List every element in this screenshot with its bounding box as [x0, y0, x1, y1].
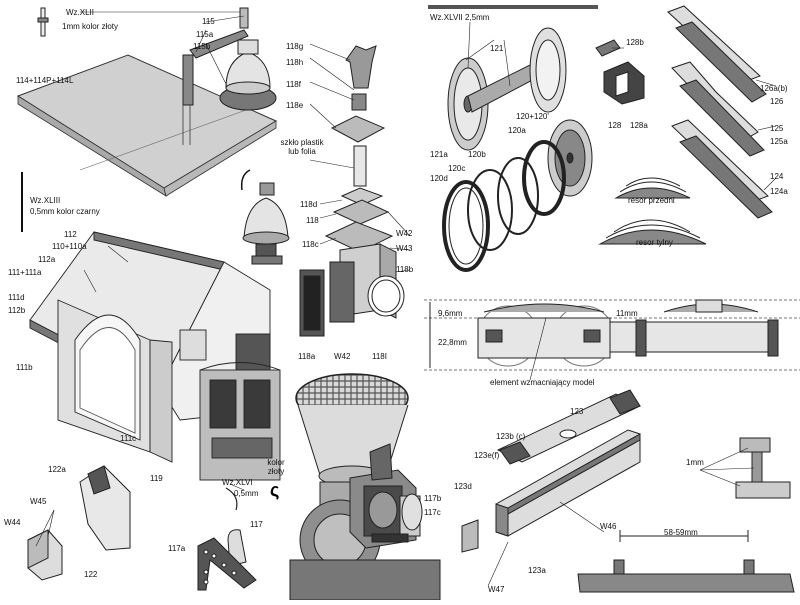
label-120a: 120a	[508, 126, 526, 135]
parts-128	[595, 39, 645, 105]
label-111: 111+111a	[8, 268, 42, 277]
label-118e: 118e	[286, 101, 304, 110]
hanging-bell	[240, 169, 290, 265]
bracket-117a	[197, 537, 257, 591]
label-120d: 120d	[430, 174, 448, 183]
label-126ab: 126a(b)	[760, 84, 788, 93]
label-128b: 128b	[626, 38, 644, 47]
label-05mm-black: 0,5mm kolor czarny	[30, 207, 100, 216]
label-118a: 118a	[298, 352, 316, 361]
bell-assembly-115	[182, 7, 277, 145]
label-112a: 112a	[38, 255, 56, 264]
label-117b: 117b	[424, 494, 442, 503]
label-114: 114+114P+114L	[16, 76, 74, 85]
label-118i: 118I	[372, 352, 387, 361]
label-118g: 118g	[286, 42, 304, 51]
label-glass-note: szkło plastik lub folia	[280, 138, 324, 156]
label-117c: 117c	[424, 508, 441, 517]
label-118b: 118b	[396, 265, 414, 274]
label-118c: 118c	[302, 240, 319, 249]
frame-strips-124-126	[667, 5, 773, 219]
wire-shape-glyph: ς	[270, 480, 279, 500]
label-05mm: 0,5mm	[234, 489, 259, 498]
label-dim-5859: 58-59mm	[664, 528, 698, 537]
label-w42-bottom: W42	[334, 352, 351, 361]
label-128: 128	[608, 121, 622, 130]
label-123d: 123d	[454, 482, 472, 491]
label-118h: 118h	[286, 58, 304, 67]
label-117a: 117a	[168, 544, 186, 553]
label-wz47: Wz.XLVII 2,5mm	[430, 13, 490, 22]
floor-plate-114	[16, 54, 278, 197]
label-w45: W45	[30, 497, 47, 506]
label-wz41: Wz.XLVI	[222, 478, 253, 487]
label-115: 115	[202, 17, 215, 26]
label-dim-96: 9,6mm	[438, 309, 463, 318]
label-125a: 125a	[770, 137, 788, 146]
label-112: 112	[64, 230, 77, 239]
label-1mm-gold: 1mm kolor złoty	[62, 22, 119, 31]
label-124: 124	[770, 172, 784, 181]
label-115a: 115a	[196, 30, 214, 39]
label-dim-11: 11mm	[616, 309, 638, 318]
label-1mm: 1mm	[686, 458, 704, 467]
label-reinforce: element wzmacniający model	[490, 378, 595, 387]
wheelset-121	[447, 27, 567, 151]
label-dim-228: 22,8mm	[438, 338, 467, 347]
label-118d: 118d	[300, 200, 318, 209]
wire-119	[225, 487, 238, 511]
label-120b: 120b	[468, 150, 486, 159]
label-120: 120+120'	[516, 112, 549, 121]
label-121: 121	[490, 44, 504, 53]
wire-wz42	[37, 7, 49, 37]
label-w47: W47	[488, 585, 505, 594]
label-wz42: Wz.XLII	[66, 8, 95, 17]
spring-front	[614, 177, 691, 199]
headlamp-117	[349, 443, 423, 549]
label-123a: 123a	[528, 566, 546, 575]
base-plate	[577, 437, 795, 593]
label-110: 110+110a	[52, 242, 87, 251]
label-spring-rear: resor tylny	[636, 238, 673, 247]
label-118: 118	[306, 216, 319, 225]
label-128a: 128a	[630, 121, 648, 130]
label-123: 123	[570, 407, 584, 416]
label-color-gold: kolor złoty	[267, 458, 285, 476]
label-121a: 121a	[430, 150, 448, 159]
box-122	[27, 465, 131, 581]
spring-rear	[598, 219, 707, 245]
label-120c: 120c	[448, 164, 466, 173]
bogie-side-view	[424, 299, 800, 371]
label-117: 117	[250, 520, 263, 529]
label-w46: W46	[600, 522, 617, 531]
label-wz43: Wz.XLIII	[30, 196, 61, 205]
label-124a: 124a	[770, 187, 788, 196]
lantern-parts-118	[299, 45, 405, 337]
cab-110-112	[29, 231, 281, 481]
label-123b: 123b (c)	[496, 432, 526, 441]
wheel-rings-120	[442, 119, 593, 272]
leader-lines	[35, 11, 777, 587]
label-115b: 115b	[193, 42, 211, 51]
label-119: 119	[150, 474, 163, 483]
parts-123	[461, 389, 642, 553]
label-w43: W43	[396, 244, 413, 253]
label-112b: 112b	[8, 306, 26, 315]
label-125: 125	[770, 124, 784, 133]
label-126: 126	[770, 97, 784, 106]
label-111b: 111b	[16, 363, 33, 372]
label-123e: 123e(f)	[474, 451, 500, 460]
label-118f: 118f	[286, 80, 301, 89]
label-111c: 111c	[120, 434, 137, 443]
title-bar	[428, 5, 598, 9]
label-122a: 122a	[48, 465, 66, 474]
label-111d: 111d	[8, 293, 25, 302]
label-w42-top: W42	[396, 229, 413, 238]
label-122: 122	[84, 570, 98, 579]
label-spring-front: resor przedni	[628, 196, 675, 205]
label-w44: W44	[4, 518, 21, 527]
